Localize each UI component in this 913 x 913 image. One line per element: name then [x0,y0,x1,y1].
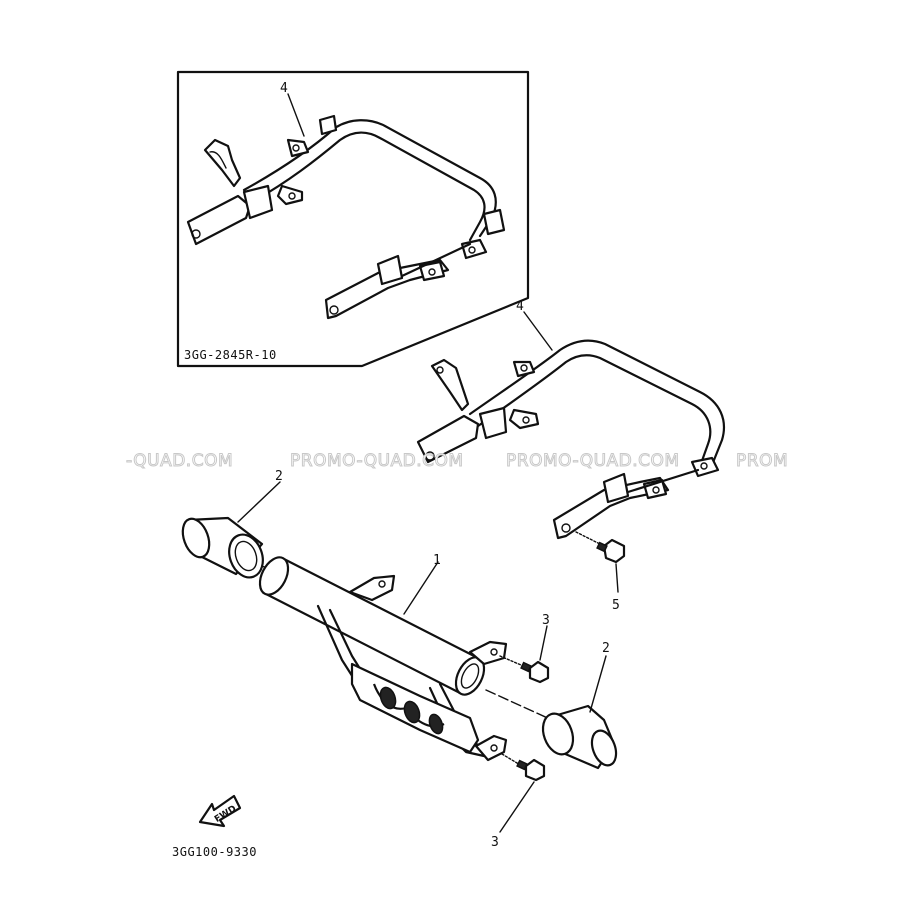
bolt-lower [501,753,546,782]
diagram-code: 3GG100-9330 [172,845,257,859]
callout-cap-left: 2 [275,469,283,484]
inset-panel: 3GG-2845R-10 4 [176,70,530,368]
callout-rack-bolt: 5 [612,598,620,613]
cap-right-axis [485,689,553,721]
watermark-text-2: PROMO-QUAD.COM [290,451,464,471]
callout-cap-right: 2 [602,641,610,656]
rack-leader [523,311,553,351]
cap-left-leader [237,481,281,523]
fwd-arrow-icon: FWD [198,794,242,828]
bolt-upper-leader [539,625,548,661]
callout-bolt-lower: 3 [491,835,499,850]
watermark-text-4: PROM [736,451,788,471]
watermark: -QUAD.COM PROMO-QUAD.COM PROMO-QUAD.COM … [126,451,789,472]
bumper-drawing [258,556,508,762]
rear-rack-drawing [416,339,726,540]
watermark-text-1: -QUAD.COM [126,451,233,471]
end-cap-right [541,704,618,770]
cap-right-leader [589,655,607,713]
inset-rack-drawing [186,114,506,320]
rack-bolt-leader [615,563,619,593]
inset-code: 3GG-2845R-10 [184,348,277,362]
inset-frame [176,70,530,368]
end-cap-left [181,516,264,579]
inset-rack-leader [287,93,305,137]
callout-rack: 4 [516,299,524,314]
watermark-text-3: PROMO-QUAD.COM [506,451,680,471]
callout-bolt-upper: 3 [542,613,550,628]
callout-inset-rack: 4 [280,81,288,96]
bumper-leader [403,561,439,615]
bolt-upper [499,655,550,684]
rack-bolt [575,531,626,564]
bolt-lower-leader [499,781,535,833]
callout-bumper: 1 [433,553,441,568]
